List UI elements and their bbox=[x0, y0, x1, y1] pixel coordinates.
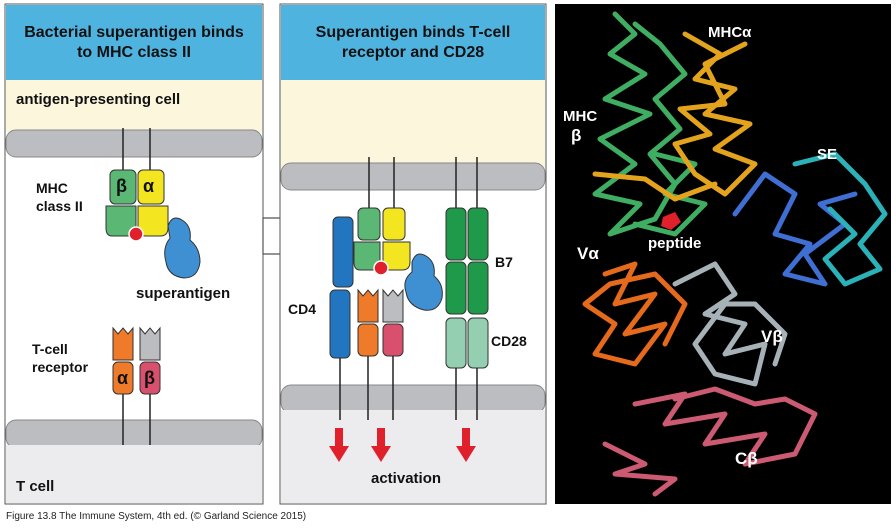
label-mhc-alpha: MHCα bbox=[708, 24, 752, 41]
tcr-beta-v-domain bbox=[139, 326, 161, 361]
cd4-domain-1 bbox=[332, 216, 354, 288]
mhc-label-line1: MHC bbox=[36, 180, 68, 196]
middle-mhc-alpha-domain-1 bbox=[382, 207, 406, 241]
activation-label: activation bbox=[371, 470, 442, 487]
tcr-label-line2: receptor bbox=[32, 359, 89, 375]
middle-peptide-dot bbox=[373, 260, 389, 276]
label-c-beta: Cβ bbox=[735, 449, 758, 468]
middle-tcr-beta-v-domain bbox=[382, 288, 404, 323]
middle-apc-membrane bbox=[280, 162, 546, 191]
c-beta-chain bbox=[602, 386, 818, 497]
crystal-structure-panel: MHCα MHC β SE peptide Vα Vβ Cβ bbox=[555, 4, 891, 504]
label-peptide: peptide bbox=[648, 235, 702, 252]
middle-mhc-beta-domain-1 bbox=[357, 207, 381, 241]
v-beta-chain bbox=[672, 261, 788, 387]
activation-arrow-1 bbox=[329, 428, 349, 462]
peptide-dot bbox=[128, 226, 144, 242]
tcr-alpha-symbol: α bbox=[117, 368, 129, 388]
superantigen-chain-teal bbox=[792, 151, 888, 287]
mhc-beta-symbol: β bbox=[116, 176, 127, 196]
mhc-beta-domain-1 bbox=[109, 169, 137, 205]
mhc-alpha-chain bbox=[592, 31, 758, 202]
figure-caption: Figure 13.8 The Immune System, 4th ed. (… bbox=[6, 511, 307, 522]
tcr-beta-symbol: β bbox=[144, 368, 155, 388]
tcell-membrane bbox=[5, 419, 263, 449]
middle-apc-cytoplasm bbox=[281, 80, 545, 170]
superantigen-shape bbox=[164, 217, 201, 279]
middle-tcell-membrane bbox=[280, 384, 546, 414]
left-panel bbox=[4, 3, 264, 505]
superantigen-label: superantigen bbox=[136, 285, 231, 302]
middle-tcell-cytoplasm bbox=[281, 410, 545, 503]
crystal-structure-ribbon bbox=[582, 11, 888, 497]
cd4-label: CD4 bbox=[288, 301, 317, 317]
middle-tcr-alpha-c-domain bbox=[357, 323, 379, 357]
activation-arrow-2 bbox=[371, 428, 391, 462]
b7-label: B7 bbox=[495, 254, 513, 270]
middle-superantigen-shape bbox=[404, 253, 443, 311]
middle-tcr-beta-c-domain bbox=[382, 323, 404, 357]
mhc-alpha-domain-1 bbox=[137, 169, 165, 205]
cd4-domain-2 bbox=[329, 289, 351, 359]
b7-domain-2b bbox=[467, 261, 489, 315]
middle-tcr-alpha-v-domain bbox=[357, 288, 379, 323]
cd28-domain-a bbox=[445, 317, 467, 369]
tcr-alpha-c-domain bbox=[112, 361, 134, 395]
schematic-diagram bbox=[4, 3, 547, 505]
cd28-domain-b bbox=[467, 317, 489, 369]
tcell-cytoplasm bbox=[6, 445, 262, 503]
tcr-beta-c-domain bbox=[139, 361, 161, 395]
activation-arrow-3 bbox=[456, 428, 476, 462]
label-v-beta: Vβ bbox=[761, 327, 783, 346]
cd28-label: CD28 bbox=[491, 333, 527, 349]
tcr-alpha-v-domain bbox=[112, 326, 134, 361]
tcr-label-line1: T-cell bbox=[32, 341, 68, 357]
label-mhc-beta-line1: MHC bbox=[563, 108, 598, 125]
label-se: SE bbox=[817, 146, 838, 163]
b7-domain-1a bbox=[445, 207, 467, 261]
label-mhc-beta-line2: β bbox=[571, 126, 582, 145]
tcell-label: T cell bbox=[16, 478, 55, 495]
middle-panel-title: Superantigen binds T-cell receptor and C… bbox=[281, 5, 545, 80]
apc-membrane bbox=[5, 129, 263, 158]
apc-cytoplasm bbox=[6, 80, 262, 132]
mhc-label-line2: class II bbox=[36, 198, 83, 214]
peptide-structure bbox=[661, 212, 681, 230]
apc-label: antigen-presenting cell bbox=[16, 91, 181, 108]
label-v-alpha: Vα bbox=[577, 244, 599, 263]
left-panel-title: Bacterial superantigen binds to MHC clas… bbox=[6, 5, 262, 80]
middle-panel bbox=[279, 3, 547, 505]
b7-domain-1b bbox=[467, 207, 489, 261]
superantigen-chain bbox=[732, 171, 858, 287]
v-alpha-chain bbox=[582, 261, 688, 367]
mhc-beta-chain bbox=[592, 11, 708, 237]
b7-domain-2a bbox=[445, 261, 467, 315]
mhc-alpha-symbol: α bbox=[143, 176, 155, 196]
